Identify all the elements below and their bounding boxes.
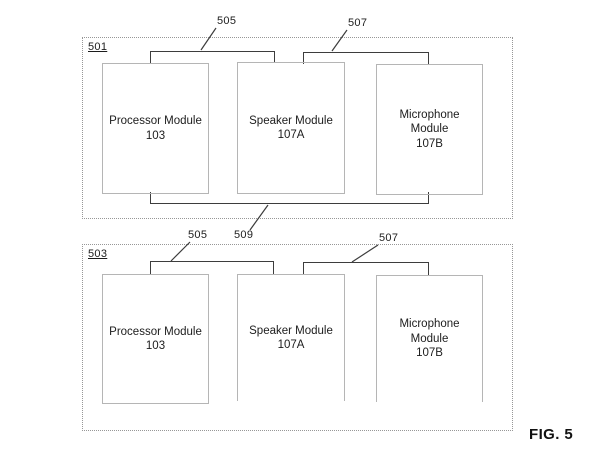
callout-label-505-bottom: 505 <box>188 229 208 241</box>
callout-label-507-bottom: 507 <box>379 232 399 244</box>
module-label: Processor Module <box>109 325 202 338</box>
bracket-connector-505-bottom <box>150 261 274 274</box>
module-box-processor: Processor Module 103 <box>102 63 209 194</box>
module-box-speaker: Speaker Module 107A <box>237 274 345 401</box>
module-label: Microphone <box>399 318 460 331</box>
callout-label-507-top: 507 <box>348 17 368 29</box>
bus-connector-509 <box>150 192 429 204</box>
module-box-processor: Processor Module 103 <box>102 274 209 404</box>
module-ref: 103 <box>145 340 166 352</box>
bracket-connector-507-top <box>303 52 429 64</box>
module-box-speaker: Speaker Module 107A <box>237 62 345 194</box>
device-ref-label-501: 501 <box>88 41 108 53</box>
device-outline-501 <box>82 37 513 219</box>
module-label: Module <box>410 123 449 136</box>
module-box-microphone: Microphone Module 107B <box>376 64 483 195</box>
device-ref-label-503: 503 <box>88 248 108 260</box>
module-ref: 107A <box>277 129 305 141</box>
module-ref: 107B <box>416 137 443 150</box>
module-label: Speaker Module <box>249 324 333 337</box>
module-label: Module <box>410 332 449 345</box>
module-label: Speaker Module <box>249 114 333 127</box>
module-ref: 107B <box>416 347 443 360</box>
callout-label-505-top: 505 <box>217 15 237 27</box>
module-label: Microphone <box>399 108 460 121</box>
module-label: Processor Module <box>109 115 202 127</box>
device-outline-503 <box>82 244 513 431</box>
callout-label-509: 509 <box>234 229 254 241</box>
bracket-connector-505-top <box>150 51 275 63</box>
module-ref: 103 <box>145 129 166 142</box>
figure-label: FIG. 5 <box>529 426 574 443</box>
module-box-microphone: Microphone Module 107B <box>376 275 483 402</box>
module-ref: 107A <box>277 339 305 351</box>
